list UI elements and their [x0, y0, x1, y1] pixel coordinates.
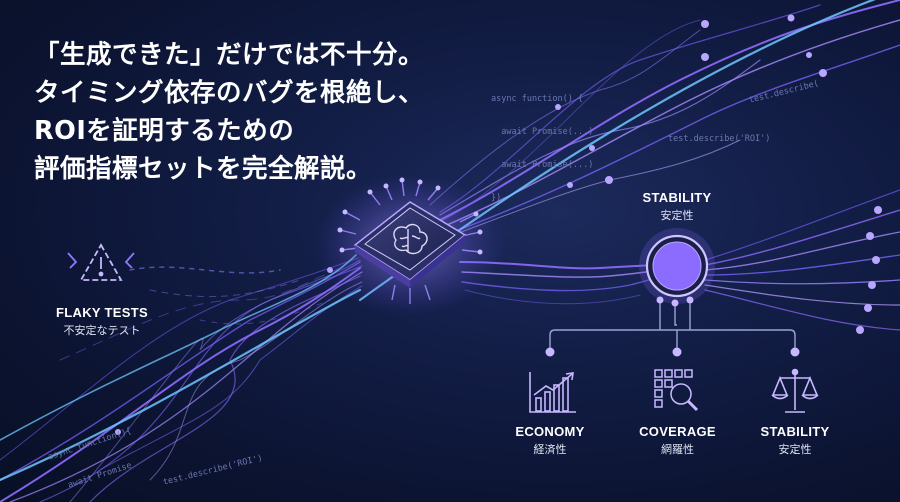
flow-node	[701, 53, 709, 61]
code-line: await Promise(...)	[491, 127, 594, 137]
flow-node	[856, 326, 864, 334]
metric-coverage: COVERAGE 網羅性	[620, 424, 735, 457]
flaky-tests-subtitle: 不安定なテスト	[63, 324, 141, 337]
code-describe-top: test.describe('ROI')	[668, 134, 771, 144]
code-line: await Promise(...)	[491, 160, 594, 170]
data-flow-lines-left	[0, 254, 363, 502]
flow-node	[819, 69, 827, 77]
growth-chart-icon	[529, 372, 576, 413]
connector-dots	[545, 296, 800, 357]
hub-connector-tree	[549, 300, 796, 352]
flaky-tests-title: FLAKY TESTS	[56, 305, 148, 320]
metric-subtitle: 網羅性	[661, 443, 694, 456]
flaky-tests-label: FLAKY TESTS 不安定なテスト	[36, 305, 168, 338]
ai-brain-chip-icon	[315, 175, 505, 315]
flow-node	[787, 14, 795, 22]
metric-subtitle: 経済性	[533, 443, 567, 456]
code-line: async function() {	[491, 94, 584, 104]
code-line: await Promise	[56, 460, 134, 494]
stability-hub-subtitle: 安定性	[660, 209, 694, 222]
headline: 「生成できた」だけでは不十分。 タイミング依存のバグを根絶し、 ROIを証明する…	[34, 36, 424, 188]
flow-node	[866, 232, 874, 240]
code-line: async function(){	[46, 426, 133, 463]
stability-hub	[639, 228, 715, 304]
flow-nodes	[115, 14, 882, 435]
code-snippet-top: async function() { await Promise(...) aw…	[491, 72, 593, 226]
flow-node	[589, 145, 595, 151]
metric-stability: STABILITY 安定性	[740, 424, 850, 457]
warning-triangle-icon	[67, 243, 135, 281]
metric-title: STABILITY	[760, 424, 830, 439]
flow-node	[567, 182, 573, 188]
headline-line-4: 評価指標セットを完全解説。	[34, 154, 373, 184]
headline-line-2: タイミング依存のバグを根絶し、	[34, 78, 425, 108]
flow-node	[872, 256, 880, 264]
flow-node	[701, 20, 709, 28]
stability-hub-label: STABILITY 安定性	[617, 190, 737, 223]
flow-node	[864, 304, 872, 312]
headline-line-1: 「生成できた」だけでは不十分。	[34, 40, 425, 70]
flow-node	[874, 206, 882, 214]
balance-scale-icon	[771, 368, 819, 413]
stability-hub-title: STABILITY	[642, 190, 712, 205]
metric-title: ECONOMY	[515, 424, 585, 439]
flow-node	[806, 52, 812, 58]
grid-magnifier-icon	[654, 369, 699, 412]
flow-node	[605, 176, 613, 184]
metric-economy: ECONOMY 経済性	[495, 424, 605, 457]
code-line: })	[491, 193, 502, 203]
flow-node	[868, 281, 876, 289]
flow-node	[115, 429, 121, 435]
metric-subtitle: 安定性	[778, 443, 812, 456]
metric-title: COVERAGE	[639, 424, 716, 439]
flow-node	[555, 104, 561, 110]
headline-line-3: ROIを証明するための	[34, 116, 295, 146]
